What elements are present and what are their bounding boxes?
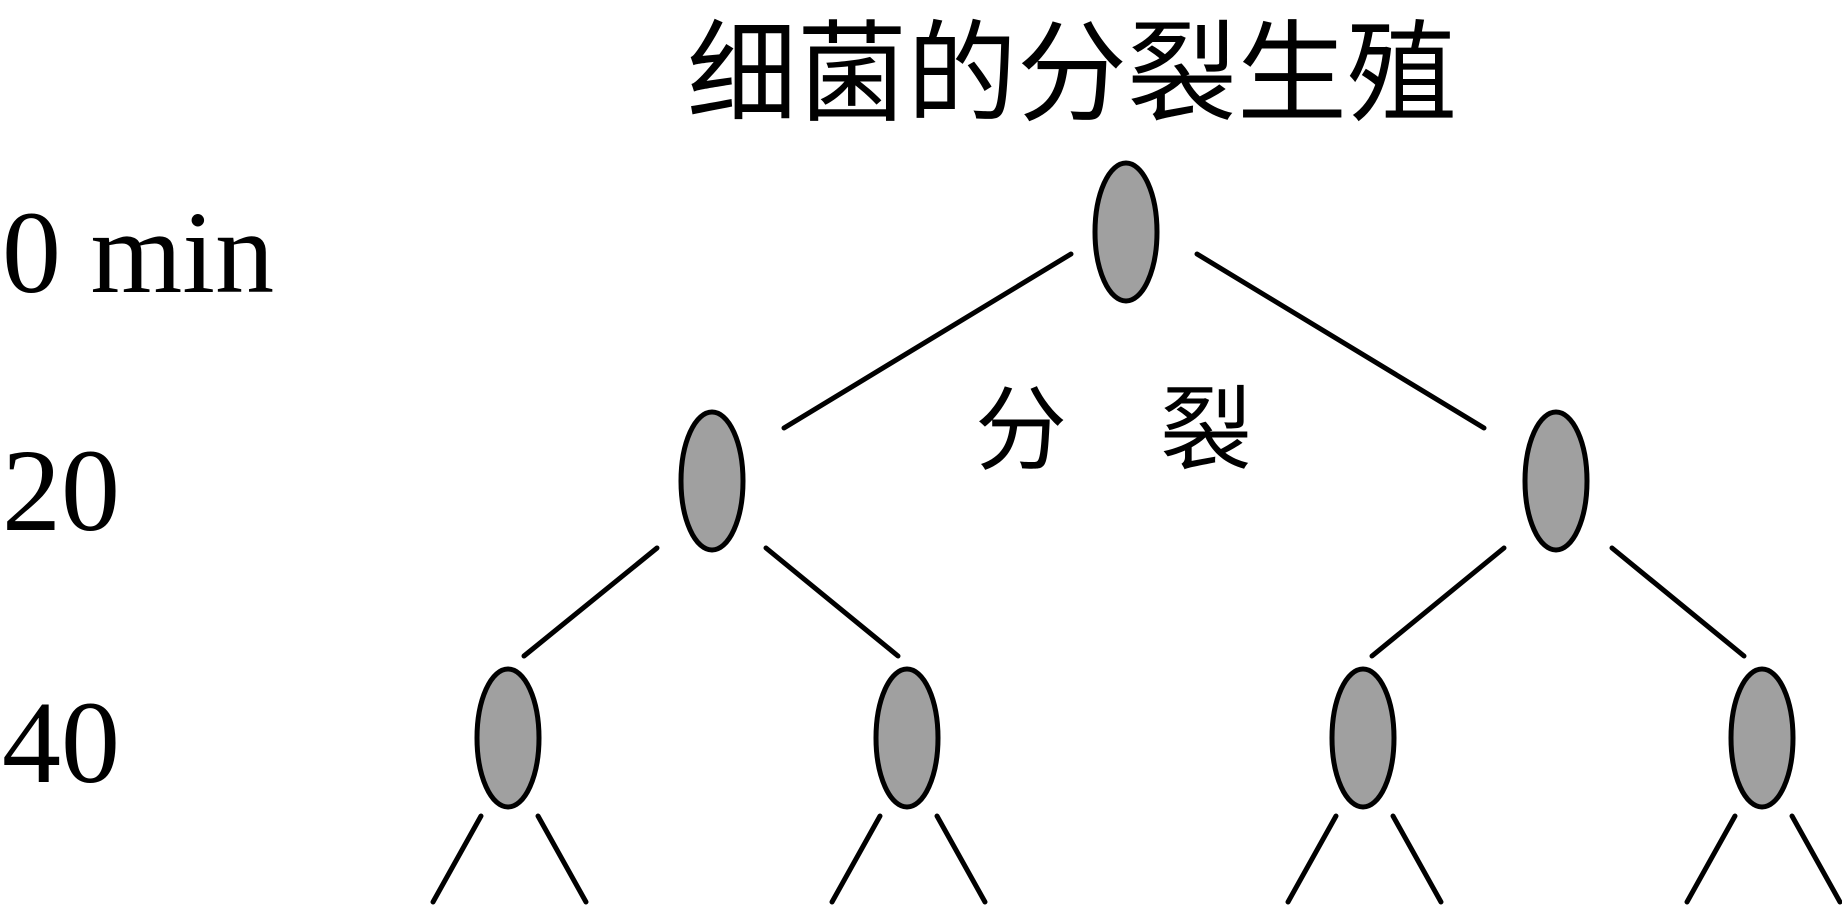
trailing-branch-line (1684, 813, 1738, 905)
bacterium-cell (873, 666, 941, 810)
trailing-branch-line (1390, 813, 1444, 905)
division-label-left: 分 (975, 377, 1067, 484)
branch-lines (430, 251, 1842, 905)
trailing-branch-line (430, 813, 484, 905)
branch-line (781, 251, 1074, 431)
bacterium-cell (474, 666, 542, 810)
bacterium-cell (1329, 666, 1397, 810)
branch-line (521, 545, 660, 659)
division-label-right: 裂 (1160, 377, 1252, 484)
bacterium-cell (1728, 666, 1796, 810)
branch-line (1369, 545, 1507, 659)
diagram-title: 细菌的分裂生殖 (687, 10, 1457, 138)
bacterium-cell (1522, 409, 1590, 553)
time-label-20: 20 (2, 425, 120, 556)
bacterium-cell (678, 409, 746, 553)
branch-line (1194, 251, 1487, 431)
trailing-branch-line (535, 813, 589, 905)
trailing-branch-line (829, 813, 883, 905)
trailing-branch-line (934, 813, 988, 905)
branch-line (763, 545, 901, 659)
trailing-branch-line (1285, 813, 1339, 905)
bacterium-cell (1092, 160, 1160, 304)
trailing-branch-line (1789, 813, 1842, 905)
time-label-0: 0 min (2, 187, 274, 318)
branch-line (1609, 545, 1747, 659)
bacteria-cells (474, 160, 1796, 810)
time-label-40: 40 (2, 677, 120, 808)
